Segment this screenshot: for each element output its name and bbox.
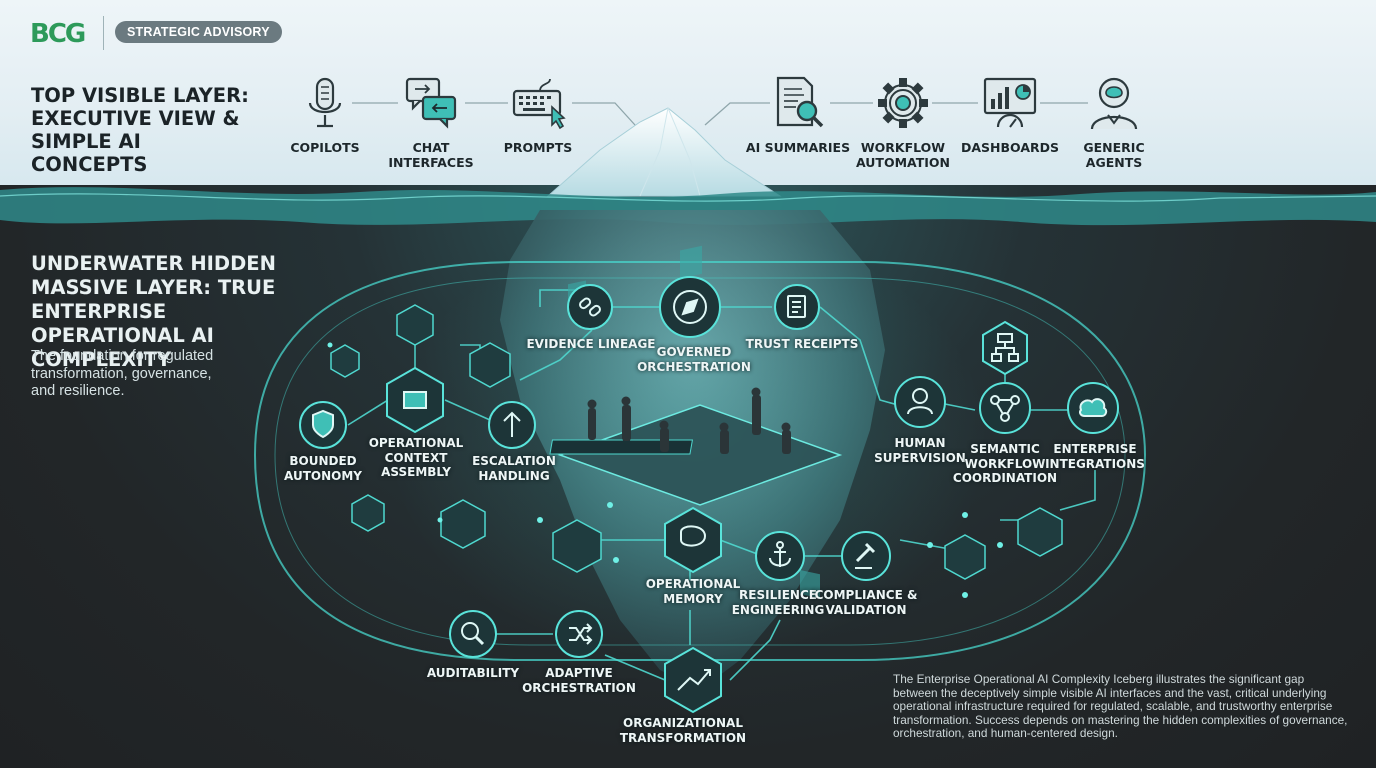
node-trust-receipts: TRUST RECEIPTS <box>745 337 859 351</box>
node-operational-memory: OPERATIONAL MEMORY <box>645 577 741 606</box>
top-layer-title: TOP VISIBLE LAYER: EXECUTIVE VIEW & SIMP… <box>31 84 249 176</box>
strategic-advisory-badge: STRATEGIC ADVISORY <box>115 21 282 43</box>
bcg-logo: BCG <box>30 19 86 49</box>
workflow-nodes-icon <box>979 382 1031 434</box>
node-adaptive-orchestration: ADAPTIVE ORCHESTRATION <box>522 666 636 695</box>
node-evidence-lineage: EVIDENCE LINEAGE <box>526 337 656 351</box>
iceberg-tip <box>546 107 782 197</box>
top-item-chat-interfaces: CHAT INTERFACES <box>371 75 491 170</box>
node-escalation-handling: ESCALATION HANDLING <box>472 454 556 483</box>
top-item-workflow-automation: WORKFLOW AUTOMATION <box>843 75 963 170</box>
node-human-supervision: HUMAN SUPERVISION <box>874 436 966 465</box>
node-enterprise-integrations: ENTERPRISE INTEGRATIONS <box>1045 442 1145 471</box>
top-item-dashboards: DASHBOARDS <box>950 75 1070 155</box>
agent-head-icon <box>1090 77 1138 130</box>
node-bounded-autonomy: BOUNDED AUTONOMY <box>284 454 362 483</box>
top-item-copilots: COPILOTS <box>265 75 385 155</box>
node-governed-orchestration: GOVERNED ORCHESTRATION <box>637 345 751 374</box>
magnifier-icon <box>449 610 497 658</box>
underwater-layer-title: UNDERWATER HIDDEN MASSIVE LAYER: TRUE EN… <box>31 252 276 371</box>
underwater-layer-subtitle: The foundation for regulated transformat… <box>31 348 214 399</box>
microphone-icon <box>308 77 342 128</box>
keyboard-icon <box>512 78 566 130</box>
top-item-label: COPILOTS <box>290 140 360 155</box>
gavel-icon <box>841 531 891 581</box>
top-item-label: CHAT INTERFACES <box>388 140 474 170</box>
node-auditability: AUDITABILITY <box>426 666 520 680</box>
node-semantic-workflow-coordination: SEMANTIC WORKFLOW COORDINATION <box>952 442 1058 485</box>
dashboard-icon <box>983 77 1037 128</box>
top-item-prompts: PROMPTS <box>478 75 598 155</box>
top-item-label: PROMPTS <box>503 140 573 155</box>
chat-bubbles-icon <box>405 77 457 129</box>
top-item-label: WORKFLOW AUTOMATION <box>855 140 950 170</box>
caption-text: The Enterprise Operational AI Complexity… <box>893 672 1348 740</box>
top-item-generic-agents: GENERIC AGENTS <box>1054 75 1174 170</box>
node-operational-context-assembly: OPERATIONAL CONTEXT ASSEMBLY <box>368 436 464 479</box>
brain-chip-icon <box>664 506 722 574</box>
top-item-ai-summaries: AI SUMMARIES <box>738 75 858 155</box>
water-surface <box>0 187 1376 226</box>
link-chain-icon <box>567 284 613 330</box>
node-compliance-validation: COMPLIANCE & VALIDATION <box>814 588 918 617</box>
node-organizational-transformation: ORGANIZATIONAL TRANSFORMATION <box>619 716 747 745</box>
node-resilience-engineering: RESILIENCE ENGINEERING <box>731 588 825 617</box>
gear-icon <box>878 78 928 128</box>
top-item-label: DASHBOARDS <box>960 140 1059 155</box>
top-item-label: GENERIC AGENTS <box>1083 140 1145 170</box>
top-item-label: AI SUMMARIES <box>745 140 851 155</box>
logo-divider <box>103 16 104 50</box>
document-search-icon <box>776 76 824 128</box>
